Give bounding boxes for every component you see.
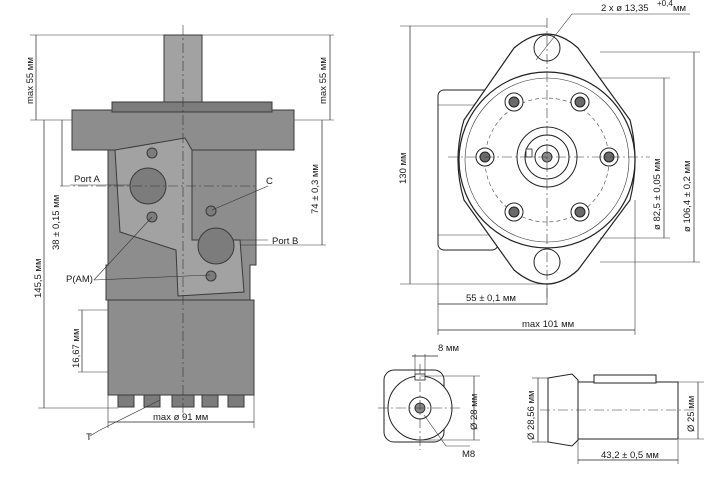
- height-16-label: 16,67 мм: [71, 329, 82, 368]
- drain-c-label: C: [266, 176, 273, 187]
- port-a-hole: [129, 167, 167, 205]
- height-145-label: 145,5 мм: [33, 259, 44, 298]
- flange-boss: [111, 101, 273, 113]
- front-view: [400, 13, 700, 335]
- height-74-label: 74 ± 0,3 мм: [310, 164, 321, 214]
- max55-left-label: max 55 мм: [25, 57, 36, 104]
- pressure-label: P(AM): [66, 274, 93, 285]
- height-38-label: 38 ± 0,15 мм: [51, 195, 62, 250]
- holes-label: 2 x ø 13,35: [601, 3, 649, 14]
- shaft-side-view: [532, 373, 704, 464]
- width-55-label: 55 ± 0,1 мм: [466, 293, 516, 304]
- max55-right-label: max 55 мм: [318, 57, 329, 104]
- port-b-hole: [197, 227, 235, 265]
- height-130-label: 130 мм: [398, 152, 409, 184]
- t-label: T: [86, 432, 92, 443]
- length-43-label: 43,2 ± 0,5 мм: [601, 450, 659, 461]
- diameter-82-label: ø 82,5 ± 0,05 мм: [652, 158, 663, 230]
- side-view: [30, 25, 334, 437]
- thread-m8-label: M8: [462, 449, 475, 460]
- diameter-91-label: max ø 91 мм: [153, 412, 208, 423]
- diameter-2856-label: Ø 28,56 мм: [526, 390, 537, 440]
- diameter-106-label: ø 106,4 ± 0,2 мм: [682, 160, 693, 232]
- port-b-label: Port B: [272, 236, 298, 247]
- width-101-label: max 101 мм: [522, 319, 574, 330]
- holes-tolerance: +0,4: [657, 0, 673, 8]
- diameter-25-label: Ø 25 мм: [686, 396, 697, 432]
- key-8-label: 8 мм: [438, 343, 459, 354]
- gerotor-housing: [107, 299, 255, 396]
- holes-unit: мм: [673, 3, 686, 14]
- port-a-label: Port A: [74, 174, 101, 185]
- shaft-end-view: [378, 354, 480, 450]
- diameter-28-label: Ø 28 мм: [469, 394, 480, 430]
